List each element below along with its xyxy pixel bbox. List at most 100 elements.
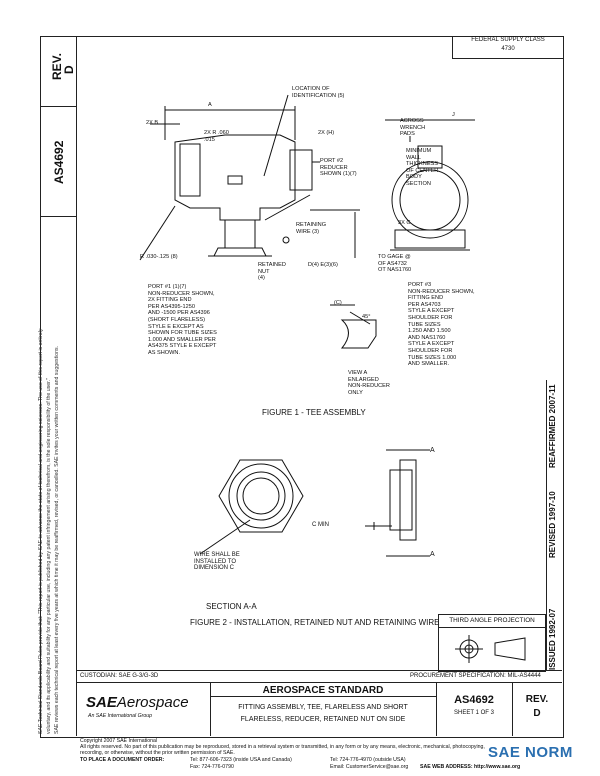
label-dim-a: A <box>208 102 212 108</box>
label-45-deg: 45° <box>362 314 371 320</box>
figure-2-caption: FIGURE 2 - INSTALLATION, RETAINED NUT AN… <box>190 618 440 627</box>
tel-inside: Tel: 877-606-7323 (inside USA and Canada… <box>190 757 292 763</box>
leader-wire-note <box>199 519 251 555</box>
third-angle-projection-box: THIRD ANGLE PROJECTION <box>438 614 546 672</box>
label-r-dim: R .030-.125 (8) <box>140 254 178 260</box>
section-nut-body <box>389 469 413 531</box>
side-view-top-boss <box>417 145 443 169</box>
logo-aerospace-text: Aerospace <box>116 694 189 711</box>
label-dim-d-e: D(4) E(3)(6) <box>308 262 338 268</box>
figure-2-installation-drawing <box>199 449 430 557</box>
revised-date: REVISED 1997-10 <box>548 491 557 558</box>
label-paren-c: (C) <box>334 300 342 306</box>
legal-line-1: SAE Technical Standards Board Rules prov… <box>38 328 44 734</box>
drawing-frame <box>40 36 564 738</box>
rev-box: REV. D <box>40 36 76 107</box>
hex-nut-outline <box>218 459 304 533</box>
tel-outside: Tel: 724-776-4970 (outside USA) <box>330 757 406 763</box>
sae-logo: SAEAerospace <box>86 694 189 711</box>
label-section-a-top: A <box>430 447 435 454</box>
rights-line-2: recording, or otherwise, without the pri… <box>80 750 235 756</box>
right-strip-divider <box>546 380 547 670</box>
port-3-boss <box>224 219 256 249</box>
doc-number-vertical: AS4692 <box>52 140 66 184</box>
reaffirmed-date: REAFFIRMED 2007-11 <box>548 384 557 468</box>
tee-body-outline <box>174 134 296 221</box>
view-a-callout-circle <box>282 236 290 244</box>
issued-date: ISSUED 1992-07 <box>548 608 557 670</box>
port-2-boss <box>289 149 313 191</box>
projection-symbol <box>455 635 526 663</box>
view-a-chamfer-line <box>349 311 371 325</box>
rev-value: D <box>62 65 76 74</box>
copyright: Copyright 2007 SAE International <box>80 738 157 744</box>
section-fitting-body <box>399 459 417 541</box>
legal-line-2: voluntary, and its applicability and sui… <box>46 378 52 734</box>
tb-standard-line <box>210 696 436 697</box>
tb-row-line <box>76 682 562 683</box>
view-a-detail-outline <box>340 319 377 349</box>
figure-1-tee-assembly-drawing <box>139 94 475 349</box>
projection-title: THIRD ANGLE PROJECTION <box>439 615 545 628</box>
label-port-1: PORT #1 (1)(7)NON-REDUCER SHOWN,2X FITTI… <box>148 284 217 356</box>
label-two-x-b: 2X B <box>146 120 159 126</box>
logo-tagline: An SAE International Group <box>88 713 153 719</box>
title-block-doc-number: AS4692 <box>454 694 494 706</box>
nut-inner-circle <box>236 471 286 521</box>
label-three-x-g: 3X G <box>398 220 411 226</box>
federal-supply-class-box: FEDERAL SUPPLY CLASS 4730 <box>452 36 563 59</box>
leader-radius <box>139 205 176 261</box>
label-c-min: C MIN <box>312 522 329 528</box>
figure-1-caption: FIGURE 1 - TEE ASSEMBLY <box>262 408 366 417</box>
sheet-number: SHEET 1 OF 3 <box>454 710 494 716</box>
procurement-spec: PROCUREMENT SPECIFICATION: MIL-AS4444 <box>410 673 541 679</box>
title-line-2: FLARELESS, REDUCER, RETAINED NUT ON SIDE <box>240 716 406 723</box>
identification-marker <box>227 175 243 185</box>
tb-divider-title <box>436 682 437 736</box>
fax: Fax: 724-776-0790 <box>190 764 234 770</box>
email: Email: CustomerService@sae.org <box>330 764 409 770</box>
label-two-x-h: 2X (H) <box>318 130 335 136</box>
title-block-rev-value: D <box>533 708 541 719</box>
left-title-column: REV. D AS4692 <box>40 36 77 736</box>
legal-line-3: SAE reviews each technical report at lea… <box>54 346 60 734</box>
doc-number-box: AS4692 <box>40 106 76 217</box>
sae-norm-watermark: SAE NORM <box>488 744 573 761</box>
aerospace-standard-heading: AEROSPACE STANDARD <box>262 685 384 696</box>
web-address: SAE WEB ADDRESS: http://www.sae.org <box>420 764 521 770</box>
custodian: CUSTODIAN: SAE G-3/G-3D <box>80 673 159 679</box>
title-line-1: FITTING ASSEMBLY, TEE, FLARELESS AND SHO… <box>238 704 408 711</box>
fsc-label: FEDERAL SUPPLY CLASS <box>471 37 545 43</box>
port-1-boss <box>179 143 201 197</box>
rights-line-1: All rights reserved. No part of this pub… <box>80 744 485 750</box>
order-label: TO PLACE A DOCUMENT ORDER: <box>80 757 165 763</box>
side-view-body-circle <box>391 161 469 239</box>
tb-divider-rev <box>512 682 513 736</box>
tb-top-line <box>76 670 562 671</box>
leader-identification <box>263 94 289 177</box>
nut-outer-circle <box>228 463 294 529</box>
fsc-value: 4730 <box>501 46 515 52</box>
label-section-a-bottom: A <box>430 551 435 558</box>
side-view-nut <box>394 229 466 249</box>
leader-retaining-wire <box>264 194 311 221</box>
label-section-a-a: SECTION A-A <box>206 602 257 611</box>
retained-nut-outline <box>213 247 267 257</box>
logo-sae-text: SAE <box>86 694 117 711</box>
tb-divider-logo <box>210 682 211 736</box>
label-dim-j: J <box>452 112 455 118</box>
label-radius: 2X R .060.015 <box>204 130 229 143</box>
retaining-wire-circle <box>242 477 280 515</box>
title-block-rev-label: REV. <box>525 694 549 705</box>
projection-cone <box>494 637 526 661</box>
